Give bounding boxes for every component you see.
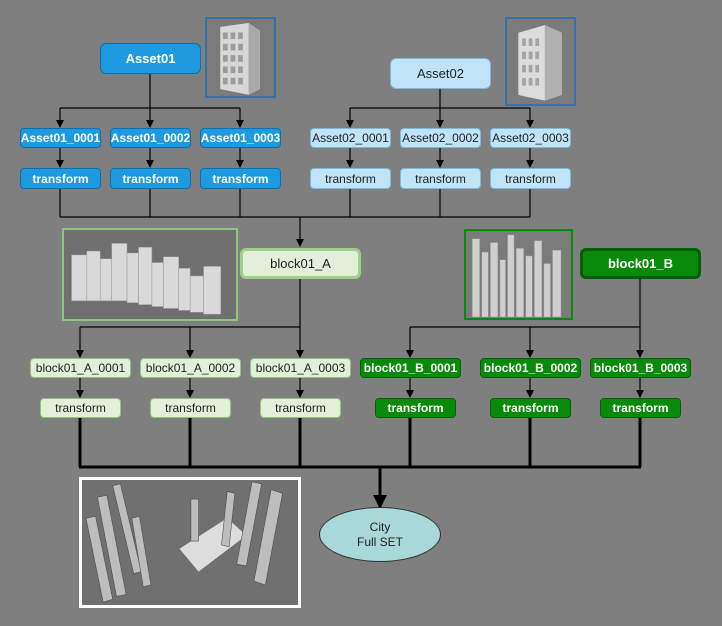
- asset01-node[interactable]: Asset01: [100, 43, 201, 74]
- block01-a-instance-0001[interactable]: block01_A_0001: [30, 358, 131, 378]
- asset02-node[interactable]: Asset02: [390, 58, 491, 89]
- city-full-set-thumbnail: [79, 477, 301, 608]
- block01-b-0003-transform[interactable]: transform: [600, 398, 681, 418]
- block01-a-node[interactable]: block01_A: [240, 248, 361, 279]
- asset01-building-thumbnail: [205, 17, 276, 98]
- block01-a-0003-transform[interactable]: transform: [260, 398, 341, 418]
- block01-b-0001-transform[interactable]: transform: [375, 398, 456, 418]
- asset01-instance-0001[interactable]: Asset01_0001: [20, 128, 101, 148]
- asset01-instance-0003[interactable]: Asset01_0003: [200, 128, 281, 148]
- asset02-instance-0001[interactable]: Asset02_0001: [310, 128, 391, 148]
- block01-b-instance-0003[interactable]: block01_B_0003: [590, 358, 691, 378]
- asset01-0003-transform[interactable]: transform: [200, 168, 281, 189]
- asset01-instance-0002[interactable]: Asset01_0002: [110, 128, 191, 148]
- asset02-instance-0002[interactable]: Asset02_0002: [400, 128, 481, 148]
- block01-b-instance-0001[interactable]: block01_B_0001: [360, 358, 461, 378]
- asset02-0002-transform[interactable]: transform: [400, 168, 481, 189]
- city-label: City: [369, 519, 391, 534]
- block01-b-node[interactable]: block01_B: [580, 248, 701, 279]
- asset02-0001-transform[interactable]: transform: [310, 168, 391, 189]
- asset02-instance-0003[interactable]: Asset02_0003: [490, 128, 571, 148]
- asset02-0003-transform[interactable]: transform: [490, 168, 571, 189]
- block01-a-0001-transform[interactable]: transform: [40, 398, 121, 418]
- asset02-building-thumbnail: [505, 17, 576, 106]
- block01-a-0002-transform[interactable]: transform: [150, 398, 231, 418]
- block01-a-instance-0002[interactable]: block01_A_0002: [140, 358, 241, 378]
- block01-a-instance-0003[interactable]: block01_A_0003: [250, 358, 351, 378]
- block01-b-0002-transform[interactable]: transform: [490, 398, 571, 418]
- block01-a-city-thumbnail: [62, 228, 238, 321]
- full-set-label: Full SET: [356, 534, 403, 549]
- block01-b-instance-0002[interactable]: block01_B_0002: [480, 358, 581, 378]
- city-full-set-node[interactable]: City Full SET: [319, 507, 441, 562]
- asset01-0002-transform[interactable]: transform: [110, 168, 191, 189]
- block01-b-skyscraper-thumbnail: [464, 229, 573, 320]
- asset01-0001-transform[interactable]: transform: [20, 168, 101, 189]
